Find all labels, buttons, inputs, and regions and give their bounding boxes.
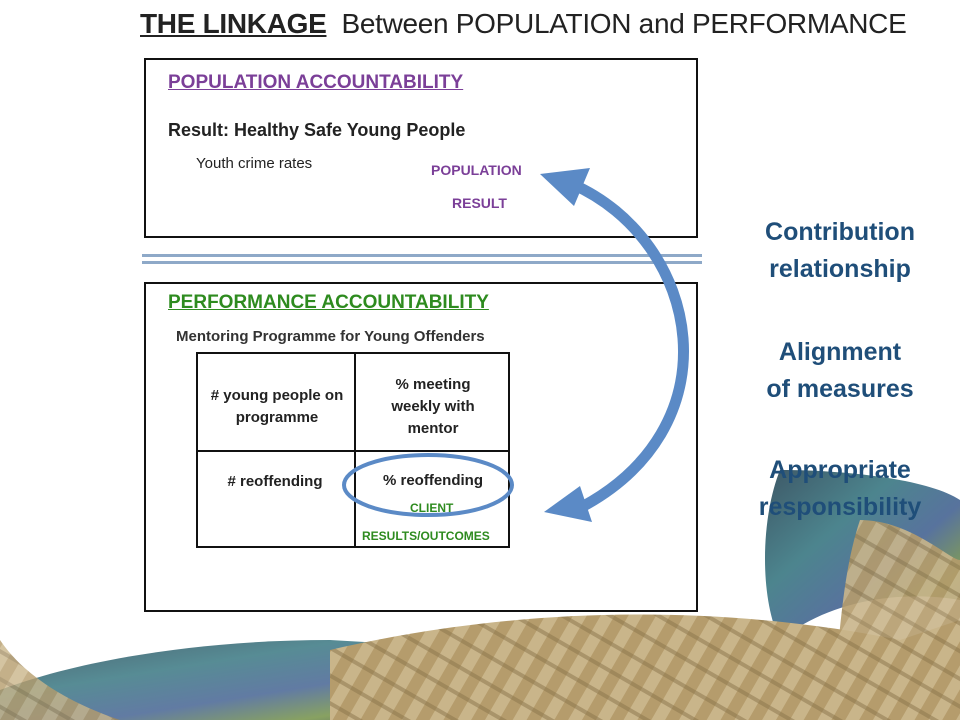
double-headed-curved-arrow-icon xyxy=(540,168,689,522)
right-label-line: of measures xyxy=(766,375,914,403)
right-label-line: responsibility xyxy=(758,493,922,521)
performance-heading: PERFORMANCE ACCOUNTABILITY xyxy=(168,292,489,313)
contribution-relationship-label: Contribution relationship xyxy=(740,214,940,288)
cell-young-people-on-programme: # young people on programme xyxy=(210,387,344,426)
population-tag-line2: RESULT xyxy=(452,195,507,211)
population-indicator: Youth crime rates xyxy=(196,155,313,172)
appropriate-responsibility-label: Appropriate responsibility xyxy=(740,452,940,526)
divider-line-bottom xyxy=(142,261,702,264)
measure-grid xyxy=(196,352,510,548)
right-label-line: Alignment xyxy=(778,338,902,366)
cell-percent-reoffending: % reoffending xyxy=(383,472,483,489)
programme-name: Mentoring Programme for Young Offenders xyxy=(176,328,485,345)
right-label-line: relationship xyxy=(769,255,911,283)
ellipse-highlight-icon xyxy=(342,453,514,517)
title-bold: THE LINKAGE xyxy=(140,8,327,39)
grid-divider-horizontal xyxy=(198,450,508,452)
right-label-line: Appropriate xyxy=(769,456,911,484)
client-tag-line1: CLIENT xyxy=(410,501,454,515)
client-tag-line2: RESULTS/OUTCOMES xyxy=(362,529,490,543)
cell-number-reoffending: # reoffending xyxy=(227,473,323,490)
title-rest: Between POPULATION and PERFORMANCE xyxy=(341,8,907,39)
alignment-of-measures-label: Alignment of measures xyxy=(740,334,940,408)
right-label-line: Contribution xyxy=(765,218,915,246)
cell-meeting-weekly-with-mentor: % meeting weekly with mentor xyxy=(391,376,475,437)
population-result: Result: Healthy Safe Young People xyxy=(168,120,466,140)
divider-line-top xyxy=(142,254,702,257)
population-tag-line1: POPULATION xyxy=(431,162,522,178)
page-title: THE LINKAGE Between POPULATION and PERFO… xyxy=(140,8,907,40)
population-heading: POPULATION ACCOUNTABILITY xyxy=(168,72,464,93)
